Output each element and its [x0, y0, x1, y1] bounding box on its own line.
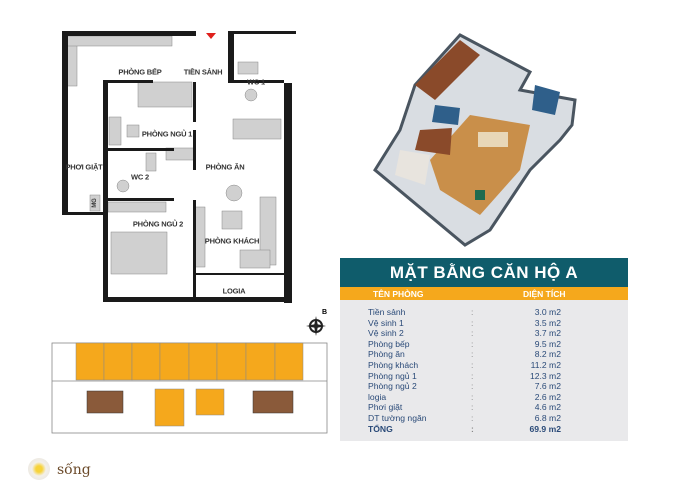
unit-a-highlight-right — [252, 390, 294, 414]
room-area: 69.9 m2 — [529, 423, 561, 434]
separator: : — [471, 381, 474, 392]
room-label-laundry: PHƠI GIẶT — [65, 162, 103, 172]
table-row: Phòng ngủ 2: 7.6 m2 — [340, 381, 628, 392]
room-name: Phòng ăn — [368, 349, 405, 360]
room-label-bedroom1: PHÒNG NGỦ 1 — [141, 129, 193, 139]
table-row: Vệ sinh 1: 3.5 m2 — [340, 318, 628, 329]
table-row: DT tường ngăn: 6.8 m2 — [340, 413, 628, 424]
room-name: Phòng khách — [368, 359, 419, 370]
unit-a-highlight-left — [86, 390, 124, 414]
room-label-logia: LOGIA — [222, 286, 246, 296]
table-row: Tiền sảnh: 3.0 m2 — [340, 307, 628, 318]
table-row: Phòng khách: 11.2 m2 — [340, 360, 628, 371]
room-name: Phòng bếp — [368, 338, 410, 349]
room-name: DT tường ngăn — [368, 412, 427, 423]
separator: : — [471, 412, 474, 423]
room-label-mg: MG — [92, 198, 98, 208]
separator: : — [471, 391, 474, 402]
room-area: 3.5 m2 — [534, 317, 561, 328]
apartment-3d-render — [373, 33, 577, 247]
room-name: Vệ sinh 1 — [368, 317, 404, 328]
room-label-living: PHÒNG KHÁCH — [204, 236, 260, 246]
room-name: Tiền sảnh — [368, 307, 406, 317]
room-label-kitchen: PHÒNG BẾP — [118, 67, 162, 77]
room-name: TỔNG — [368, 423, 393, 434]
table-row: Phòng ngủ 1: 12.3 m2 — [340, 371, 628, 382]
entrance-marker-icon — [206, 33, 216, 39]
separator: : — [471, 423, 474, 434]
column-header-area: DIỆN TÍCH — [523, 289, 566, 299]
room-name: Phòng ngủ 2 — [368, 381, 417, 392]
separator: : — [471, 317, 474, 328]
table-row: Vệ sinh 2: 3.7 m2 — [340, 328, 628, 339]
room-area: 4.6 m2 — [534, 402, 561, 413]
room-area: 9.5 m2 — [534, 338, 561, 349]
compass-icon — [306, 316, 326, 336]
table-row: Phòng bếp: 9.5 m2 — [340, 339, 628, 350]
area-table: MẶT BẰNG CĂN HỘ A TÊN PHÒNG DIỆN TÍCH Ti… — [340, 258, 628, 441]
table-row: Phòng ăn: 8.2 m2 — [340, 349, 628, 360]
room-label-wc2: WC 2 — [131, 172, 149, 182]
room-area: 2.6 m2 — [534, 391, 561, 402]
table-header: TÊN PHÒNG DIỆN TÍCH — [340, 287, 628, 300]
room-area: 3.7 m2 — [534, 328, 561, 339]
room-area: 7.6 m2 — [534, 381, 561, 392]
logo-text: sống — [57, 462, 91, 478]
room-area: 3.0 m2 — [534, 307, 561, 317]
room-area: 6.8 m2 — [534, 412, 561, 423]
separator: : — [471, 307, 474, 317]
building-key-plan — [51, 316, 328, 434]
flower-logo-icon — [28, 458, 50, 480]
table-row-total: TỔNG: 69.9 m2 — [340, 424, 628, 435]
room-area: 12.3 m2 — [529, 370, 561, 381]
room-area: 11.2 m2 — [530, 359, 561, 370]
table-row: Phơi giặt: 4.6 m2 — [340, 402, 628, 413]
table-title: MẶT BẰNG CĂN HỘ A — [340, 258, 628, 287]
room-area: 8.2 m2 — [534, 349, 561, 360]
room-name: Phơi giặt — [368, 402, 403, 413]
room-name: Phòng ngủ 1 — [368, 370, 417, 381]
room-label-wc1: WC 1 — [247, 77, 265, 87]
floor-plan — [62, 31, 296, 303]
separator: : — [471, 349, 474, 360]
room-name: logia — [368, 391, 387, 402]
column-header-room: TÊN PHÒNG — [373, 289, 424, 299]
separator: : — [471, 402, 474, 413]
separator: : — [471, 359, 474, 370]
room-label-lobby: TIỀN SẢNH — [183, 67, 223, 77]
room-label-dining: PHÒNG ĂN — [205, 162, 245, 172]
table-row: logia: 2.6 m2 — [340, 392, 628, 403]
separator: : — [471, 328, 474, 339]
separator: : — [471, 370, 474, 381]
room-label-bedroom2: PHÒNG NGỦ 2 — [132, 219, 184, 229]
room-name: Vệ sinh 2 — [368, 328, 404, 339]
separator: : — [471, 338, 474, 349]
compass-north-label: B — [322, 309, 328, 316]
